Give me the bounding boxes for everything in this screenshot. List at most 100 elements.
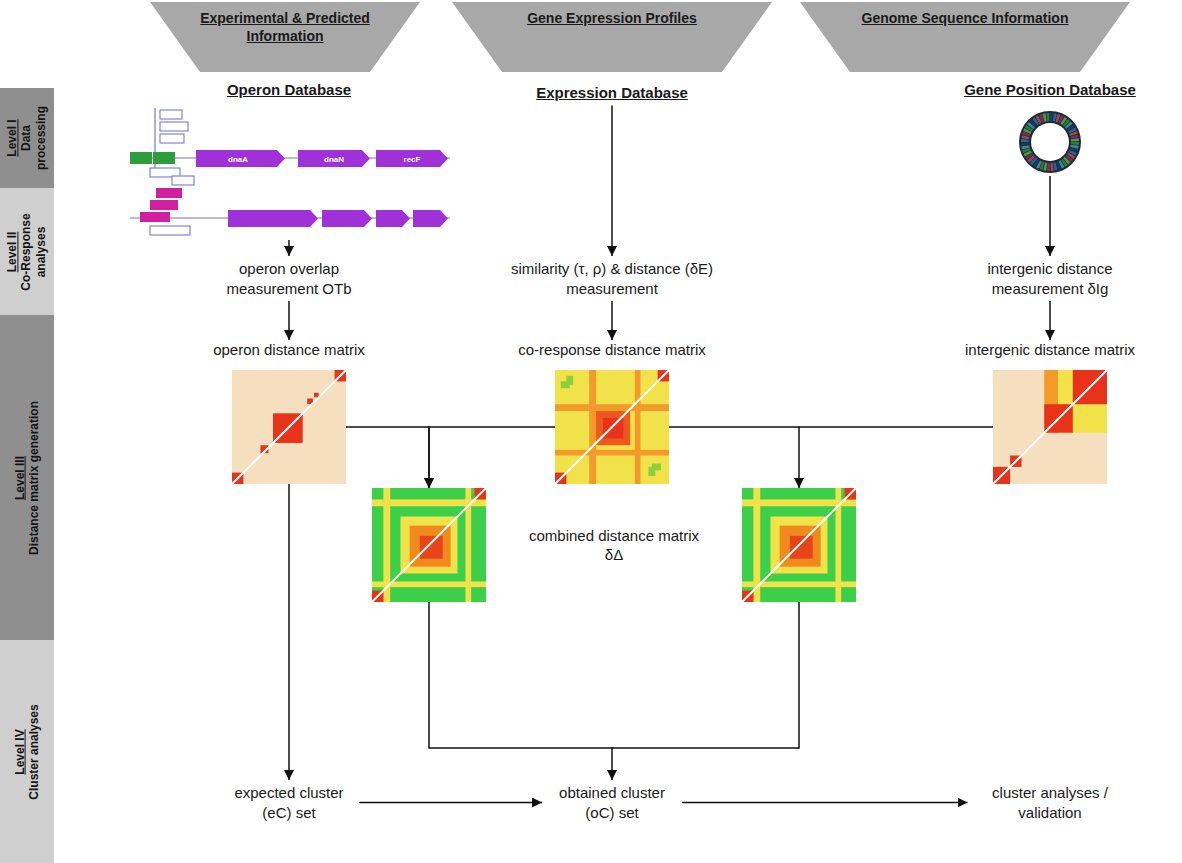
genome-segment xyxy=(1070,134,1078,138)
header-text: Gene Expression Profiles xyxy=(505,10,720,28)
matrix-cell xyxy=(596,411,630,445)
step-label: Expression Database xyxy=(536,83,688,103)
distance-matrix: operon distance matrix xyxy=(174,340,404,484)
flow-arrow xyxy=(1049,301,1051,340)
level-label: Level III xyxy=(13,319,27,636)
matrix-cell xyxy=(555,450,669,456)
matrix-cell xyxy=(742,488,856,602)
flow-arrow xyxy=(611,106,613,257)
matrix-heatmap xyxy=(232,370,346,484)
column-header: Experimental & Predicted Information xyxy=(150,2,420,72)
cluster-set: expected cluster (eC) set xyxy=(219,780,359,825)
level-label: Co-Response analyses xyxy=(20,192,49,311)
matrix-cell xyxy=(603,418,624,439)
graphic-g xyxy=(555,370,669,484)
gene-box xyxy=(130,152,152,164)
matrix-cell xyxy=(555,370,669,484)
step-label: intergenic distance measurement δIg xyxy=(964,259,1136,298)
matrix-label: co-response distance matrix xyxy=(497,340,727,360)
flow-arrow xyxy=(429,427,555,488)
matrix-diagonal xyxy=(372,488,486,602)
header-trapezoid xyxy=(452,2,772,72)
matrix-cell xyxy=(790,536,813,559)
level-band: Level IVCluster analyses xyxy=(0,640,54,863)
header-text: Experimental & Predicted Information xyxy=(178,10,393,45)
gene-box xyxy=(140,212,170,222)
gene-arrow xyxy=(228,210,318,227)
header-trapezoid xyxy=(800,2,1130,72)
database-panel: Expression Database xyxy=(532,80,692,106)
level-label: Level IV xyxy=(13,644,27,859)
database-title: Operon Database xyxy=(128,80,450,100)
genome-segment xyxy=(1053,162,1057,170)
annotation-box xyxy=(150,226,190,235)
gene-name: dnaN xyxy=(324,154,344,163)
process-step: similarity (τ, ρ) & distance (δE) measur… xyxy=(485,256,740,301)
matrix-cell xyxy=(372,488,486,602)
matrix-heatmap xyxy=(555,370,669,484)
graphic-g xyxy=(232,370,346,484)
cluster-set: obtained cluster (oC) set xyxy=(542,780,682,825)
connector-line xyxy=(669,426,799,428)
annotation-box xyxy=(172,176,194,185)
gene-arrow xyxy=(376,150,448,167)
matrix-cell xyxy=(589,370,596,484)
level-label: Distance matrix generation xyxy=(27,319,41,636)
matrix-cell xyxy=(993,370,1107,484)
matrix-cell xyxy=(420,536,443,559)
flow-arrow xyxy=(682,802,968,804)
graphic-g xyxy=(993,370,1107,484)
genome-segment xyxy=(1042,113,1046,121)
gene-box xyxy=(150,200,178,210)
flow-arrow xyxy=(288,240,290,256)
gene-arrow xyxy=(376,210,410,227)
level-band: Level IICo-Response analyses xyxy=(0,188,54,315)
operon-illustration xyxy=(130,108,450,235)
gene-name: dnaA xyxy=(228,154,248,163)
flow-arrow xyxy=(346,427,429,488)
combined-matrix xyxy=(372,488,486,602)
gene-arrow xyxy=(298,150,370,167)
matrix-heatmap xyxy=(993,370,1107,484)
matrix-cell xyxy=(648,467,655,476)
header-trapezoid xyxy=(150,2,420,72)
genome-segment xyxy=(1050,113,1053,121)
flow-arrow xyxy=(799,427,993,488)
process-step: operon overlap measurement OTb xyxy=(202,256,377,301)
level-band: Level IData processing xyxy=(0,88,54,188)
genome-circle xyxy=(1019,111,1081,173)
distance-matrix: co-response distance matrix xyxy=(497,340,727,484)
level-label: Level I xyxy=(5,92,19,184)
level-label: Data processing xyxy=(20,92,49,184)
matrix-diagonal xyxy=(742,488,856,602)
level-band: Level IIIDistance matrix generation xyxy=(0,315,54,640)
flow-arrow xyxy=(288,301,290,340)
connector-line xyxy=(612,602,799,748)
gene-arrow xyxy=(413,210,448,227)
matrix-diagonal xyxy=(232,370,346,484)
annotation-box xyxy=(160,134,184,143)
column-header: Gene Expression Profiles xyxy=(452,2,772,72)
genome-segment xyxy=(1021,143,1029,146)
column-header: Genome Sequence Information xyxy=(800,2,1130,72)
genome-center xyxy=(1031,123,1069,161)
database-panel: Gene Position Database xyxy=(950,80,1150,176)
cluster-step: cluster analyses / validation xyxy=(968,780,1133,825)
flow-arrow xyxy=(288,484,290,780)
distance-matrix: intergenic distance matrix xyxy=(935,340,1165,484)
flow-arrow xyxy=(1049,176,1051,256)
genome-segment xyxy=(1021,139,1029,142)
flow-arrow xyxy=(611,301,613,340)
combined-matrix xyxy=(742,488,856,602)
matrix-label: combined distance matrix δΔ xyxy=(524,526,704,565)
database-title: Gene Position Database xyxy=(950,80,1150,100)
genome-ring xyxy=(1019,111,1081,173)
flow-arrow xyxy=(359,802,542,804)
gene-name: recF xyxy=(404,154,421,163)
gene-box xyxy=(156,188,182,198)
genome-segment xyxy=(1046,113,1049,121)
matrix-cell xyxy=(780,526,821,567)
process-step: intergenic distance measurement δIg xyxy=(960,256,1140,301)
annotation-box xyxy=(160,122,188,131)
genome-segment xyxy=(1051,163,1054,171)
